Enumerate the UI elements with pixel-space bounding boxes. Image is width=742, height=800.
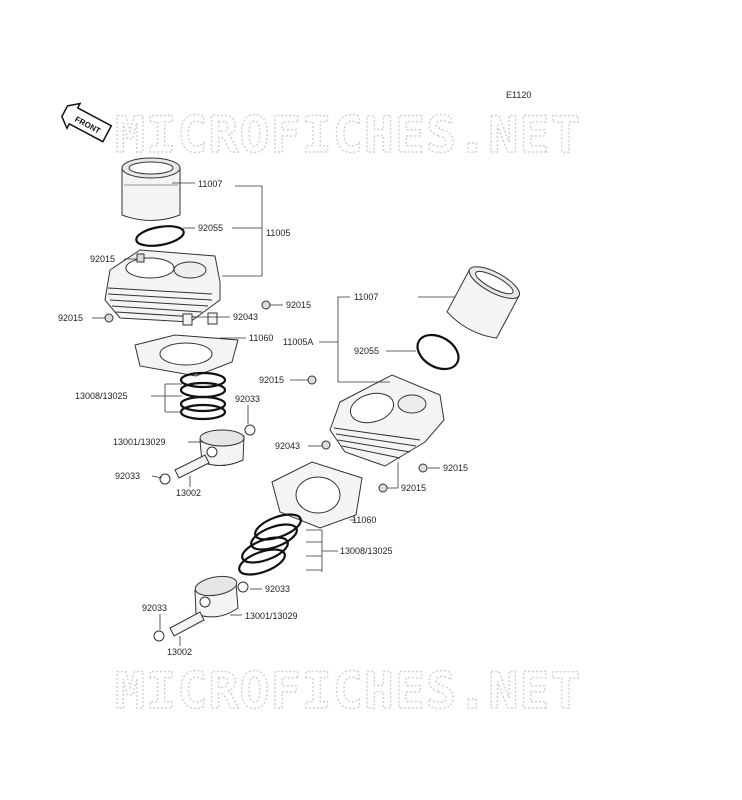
left-clip-a [244,424,256,436]
left-cylinder-sleeve [121,157,181,221]
label-right-11060: 11060 [352,515,376,525]
watermark-bottom: MICROFICHES.NET [115,662,582,720]
label-left-13008: 13008/13025 [75,391,128,401]
label-right-92033-b: 92033 [142,603,167,613]
left-dowel-a [182,313,193,326]
left-clip-b [159,473,171,485]
right-bolt-right [418,463,428,473]
label-right-13002: 13002 [167,647,192,657]
label-right-13001: 13001/13029 [245,611,298,621]
left-piston-pin [174,454,210,479]
right-clip-a [237,581,249,593]
label-right-92015-right: 92015 [443,463,468,473]
label-right-11005A: 11005A [283,337,313,347]
right-cylinder-block [329,374,445,467]
label-left-92015-right: 92015 [286,300,311,310]
label-right-13008: 13008/13025 [340,546,393,556]
left-bolt-top [136,253,145,263]
label-left-11060: 11060 [249,333,273,343]
label-left-92033-a: 92033 [235,394,260,404]
label-left-11007: 11007 [198,179,222,189]
left-bolt-right [261,300,271,310]
left-piston-rings [179,371,227,421]
label-right-92055: 92055 [354,346,379,356]
label-right-92033-a: 92033 [265,584,290,594]
label-left-92033-b: 92033 [115,471,140,481]
left-cylinder-block [104,249,221,323]
right-gasket [271,461,363,529]
left-gasket [134,334,239,377]
label-right-92015-top: 92015 [259,375,284,385]
right-oring [416,333,460,371]
right-cylinder-sleeve [446,266,520,339]
left-oring [135,225,185,247]
label-left-13002: 13002 [176,488,201,498]
right-bolt-left [321,440,331,450]
label-left-92043: 92043 [233,312,258,322]
left-bolt-left [104,313,114,323]
diagram-code: E1120 [506,90,531,100]
left-dowel-b [207,312,218,325]
front-arrow-icon: FRONT [61,102,113,143]
right-clip-b [153,630,165,642]
label-left-92015-left: 92015 [58,313,83,323]
watermark-top: MICROFICHES.NET [115,106,582,164]
label-left-13001: 13001/13029 [113,437,166,447]
right-piston [194,575,239,618]
left-piston [199,429,245,466]
right-piston-pin [169,611,205,637]
label-left-11005: 11005 [266,228,290,238]
label-right-92043: 92043 [275,441,300,451]
label-right-11007: 11007 [354,292,378,302]
right-bolt-bottom [378,483,388,493]
label-left-92015-top: 92015 [90,254,115,264]
right-bolt-top [307,375,317,385]
label-right-92015-bottom: 92015 [401,483,426,493]
right-piston-rings [238,513,302,576]
label-left-92055: 92055 [198,223,223,233]
